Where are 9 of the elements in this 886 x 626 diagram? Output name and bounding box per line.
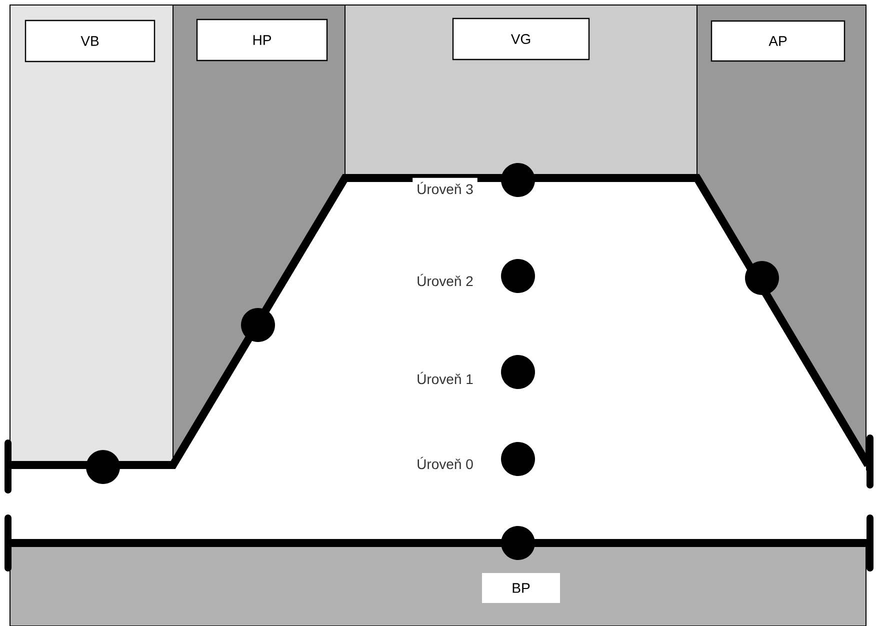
zone-label-box: VG: [452, 18, 590, 60]
zone-label-box: HP: [196, 18, 328, 62]
level-label: Úroveň 3: [412, 178, 478, 198]
level-label: Úroveň 2: [418, 274, 473, 286]
zone-label-box: BP: [482, 573, 560, 603]
level-label: Úroveň 0: [418, 456, 473, 470]
zone-label-box: AP: [710, 20, 846, 62]
zone-label-box: VB: [24, 20, 156, 62]
level-label: Úroveň 1: [418, 372, 473, 384]
